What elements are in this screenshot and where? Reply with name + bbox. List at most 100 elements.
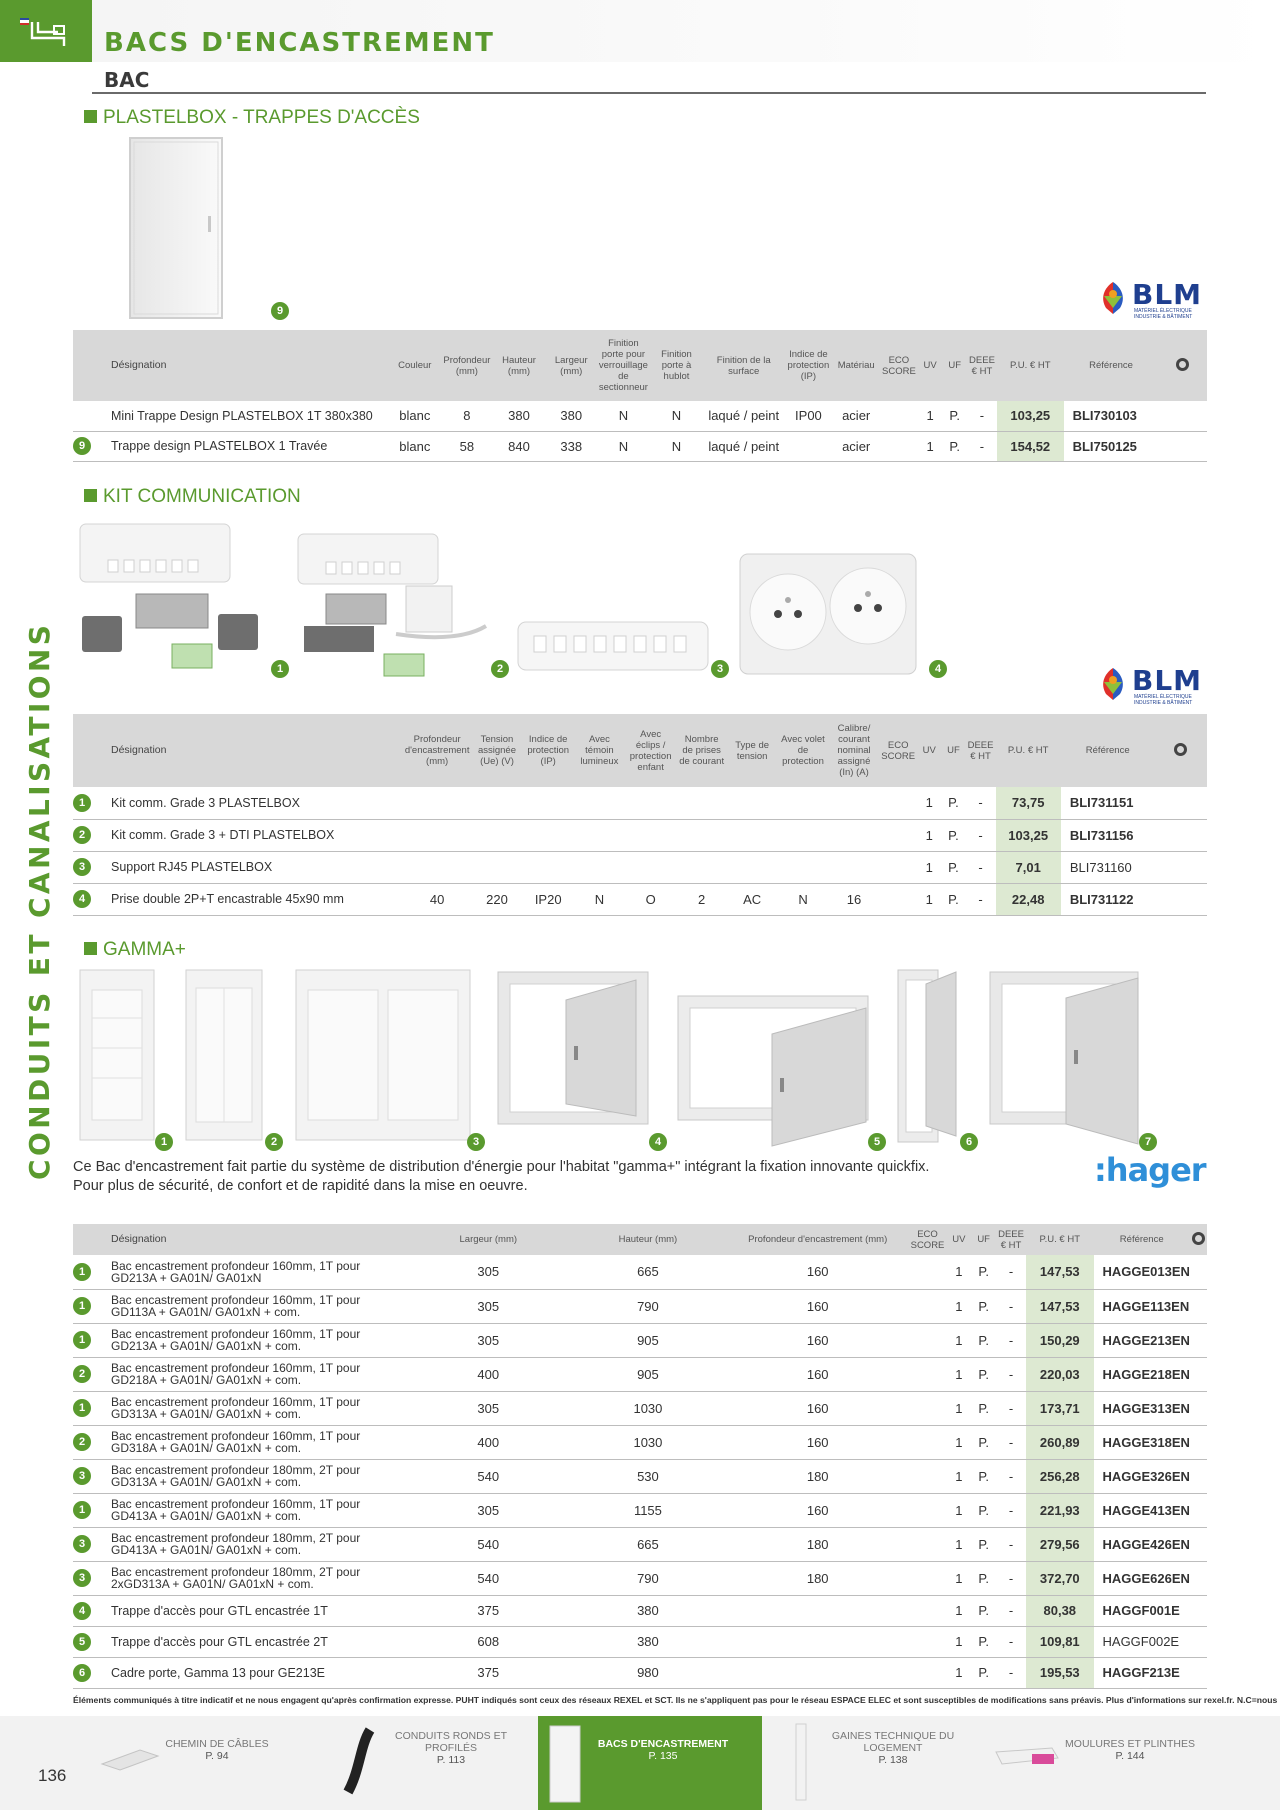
price-cell: 7,01: [995, 851, 1061, 884]
product-image-kit-grade3: [79, 523, 258, 669]
reference-cell: HAGGE318EN: [1093, 1425, 1190, 1460]
image-badge: 4: [649, 1133, 667, 1151]
row-badge: 3: [73, 1535, 91, 1553]
row-badge: 4: [73, 1601, 91, 1620]
reference-cell: HAGGE218EN: [1093, 1357, 1190, 1392]
product-image-trappe-etroite: [897, 969, 957, 1143]
reference-cell: BLI730103: [1063, 401, 1159, 432]
price-cell: 220,03: [1026, 1357, 1094, 1392]
section-square-icon: [84, 110, 97, 123]
blm-logo: BLM MATÉRIEL ÉLECTRIQUE INDUSTRIE & BÂTI…: [1096, 278, 1201, 320]
image-badge: 3: [467, 1133, 485, 1151]
price-cell: 256,28: [1026, 1459, 1094, 1494]
price-cell: 372,70: [1026, 1561, 1094, 1596]
table-header-row: Désignation Profondeur d'encastrement (m…: [73, 714, 1207, 787]
row-badge: 3: [73, 1569, 91, 1587]
cable-tray-icon: [100, 1749, 160, 1771]
price-cell: 147,53: [1026, 1255, 1094, 1290]
image-badge: 1: [271, 660, 289, 678]
price-cell: 73,75: [995, 787, 1061, 820]
recycle-icon: [1158, 330, 1207, 401]
price-cell: 279,56: [1026, 1527, 1094, 1562]
reference-cell: BLI731151: [1060, 787, 1155, 820]
price-cell: 103,25: [996, 401, 1064, 432]
gamma-table: Désignation Largeur (mm) Hauteur (mm) Pr…: [73, 1224, 1207, 1689]
row-badge: 5: [73, 1632, 91, 1651]
image-badge: 5: [868, 1133, 886, 1151]
price-cell: 80,38: [1026, 1595, 1094, 1627]
section-square-icon: [84, 489, 97, 502]
reference-cell: HAGGF002E: [1093, 1626, 1190, 1658]
section-square-icon: [84, 942, 97, 955]
gaine-icon: [795, 1723, 807, 1801]
row-badge: 1: [73, 1297, 91, 1315]
table-header-row: Désignation Couleur Profondeur (mm) Haut…: [73, 330, 1207, 401]
table-header-row: Désignation Largeur (mm) Hauteur (mm) Pr…: [73, 1224, 1207, 1255]
product-image-prise-double: [739, 553, 917, 675]
image-badge: 2: [265, 1133, 283, 1151]
product-image-trappe-2t: [677, 995, 869, 1147]
price-cell: 221,93: [1026, 1493, 1094, 1528]
reference-cell: HAGGE426EN: [1093, 1527, 1190, 1562]
product-image-support-rj45: [517, 621, 709, 671]
gamma-description: Ce Bac d'encastrement fait partie du sys…: [73, 1159, 930, 1194]
image-badge: 9: [271, 302, 289, 320]
image-badge: 1: [155, 1133, 173, 1151]
product-image-cadre-porte: [989, 971, 1139, 1145]
row-badge: 1: [73, 1399, 91, 1417]
row-badge: 2: [73, 826, 91, 844]
conduit-cable-icon: [343, 1727, 375, 1795]
plastelbox-table: Désignation Couleur Profondeur (mm) Haut…: [73, 330, 1207, 462]
reference-cell: BLI731160: [1060, 851, 1155, 884]
price-cell: 150,29: [1026, 1323, 1094, 1358]
reference-cell: HAGGE313EN: [1093, 1391, 1190, 1426]
image-badge: 4: [929, 660, 947, 678]
reference-cell: HAGGF213E: [1093, 1657, 1190, 1689]
header-band: [0, 0, 1280, 62]
conduit-icon: [30, 22, 66, 46]
row-badge: 1: [73, 1501, 91, 1519]
price-cell: 154,52: [996, 431, 1064, 462]
product-image-bac-1t-b: [185, 969, 263, 1141]
row-badge: 4: [73, 890, 91, 908]
reference-cell: HAGGE113EN: [1093, 1289, 1190, 1324]
row-badge: 1: [73, 1331, 91, 1349]
price-cell: 103,25: [995, 819, 1061, 852]
section-title-plastelbox: PLASTELBOX - TRAPPES D'ACCÈS: [84, 107, 420, 129]
page-title: BACS D'ENCASTREMENT: [104, 28, 495, 58]
page-subtitle: BAC: [104, 68, 150, 92]
product-image-trappe-1t: [497, 971, 649, 1125]
category-icon-box: [0, 0, 92, 62]
blm-logo-icon: [1103, 282, 1123, 314]
section-title-kit: KIT COMMUNICATION: [84, 486, 301, 508]
row-badge: 3: [73, 858, 91, 876]
image-badge: 3: [711, 660, 729, 678]
moulure-icon: [995, 1747, 1059, 1765]
price-cell: 147,53: [1026, 1289, 1094, 1324]
flag-icon: [20, 18, 29, 25]
reference-cell: BLI750125: [1063, 431, 1159, 462]
row-badge: 1: [73, 1262, 91, 1281]
blm-logo: BLM MATÉRIEL ÉLECTRIQUE INDUSTRIE & BÂTI…: [1096, 664, 1201, 706]
product-image-kit-dti: [297, 533, 488, 677]
blm-logo-icon: [1103, 668, 1123, 700]
hager-logo: :hager: [1094, 1151, 1207, 1189]
price-cell: 109,81: [1026, 1626, 1094, 1658]
price-cell: 195,53: [1026, 1657, 1094, 1689]
reference-cell: HAGGE213EN: [1093, 1323, 1190, 1358]
image-badge: 6: [960, 1133, 978, 1151]
